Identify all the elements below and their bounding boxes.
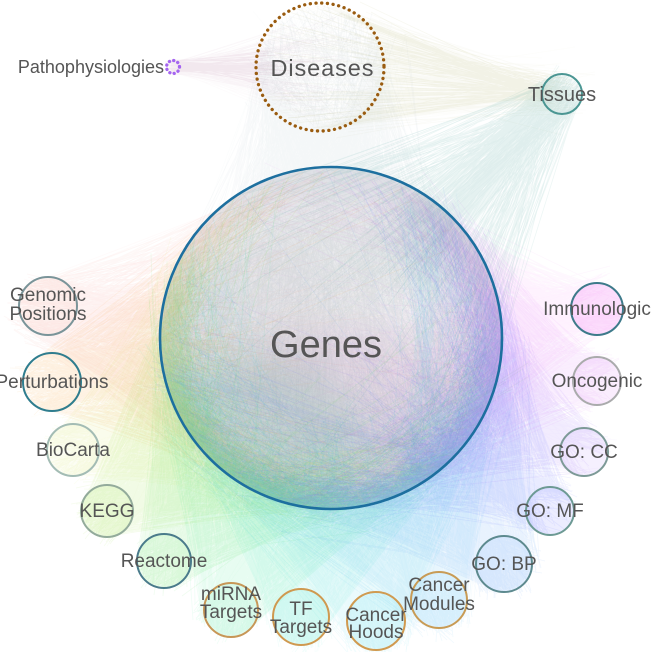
svg-text:GO: BP: GO: BP [471,554,536,575]
svg-text:Targets: Targets [200,602,262,623]
svg-text:Positions: Positions [9,304,86,325]
svg-text:GO: MF: GO: MF [516,501,584,522]
svg-text:Oncogenic: Oncogenic [552,371,643,392]
svg-text:TF: TF [289,599,312,620]
svg-text:KEGG: KEGG [80,501,135,522]
svg-text:Cancer: Cancer [345,605,407,626]
svg-text:Diseases: Diseases [271,55,374,81]
svg-text:Hoods: Hoods [349,622,404,643]
svg-text:Tissues: Tissues [528,84,596,106]
svg-text:Reactome: Reactome [121,551,208,572]
svg-text:Cancer: Cancer [408,575,470,596]
svg-text:Pathophysiologies: Pathophysiologies [18,57,164,77]
svg-text:Genomic: Genomic [10,285,86,306]
svg-text:Perturbations: Perturbations [0,372,109,393]
svg-text:Immunologic: Immunologic [543,299,651,320]
svg-text:Targets: Targets [270,617,332,638]
svg-text:miRNA: miRNA [201,584,261,605]
svg-text:Genes: Genes [270,324,382,366]
svg-text:GO: CC: GO: CC [550,442,618,463]
svg-text:BioCarta: BioCarta [36,440,110,461]
svg-text:Modules: Modules [403,594,475,615]
